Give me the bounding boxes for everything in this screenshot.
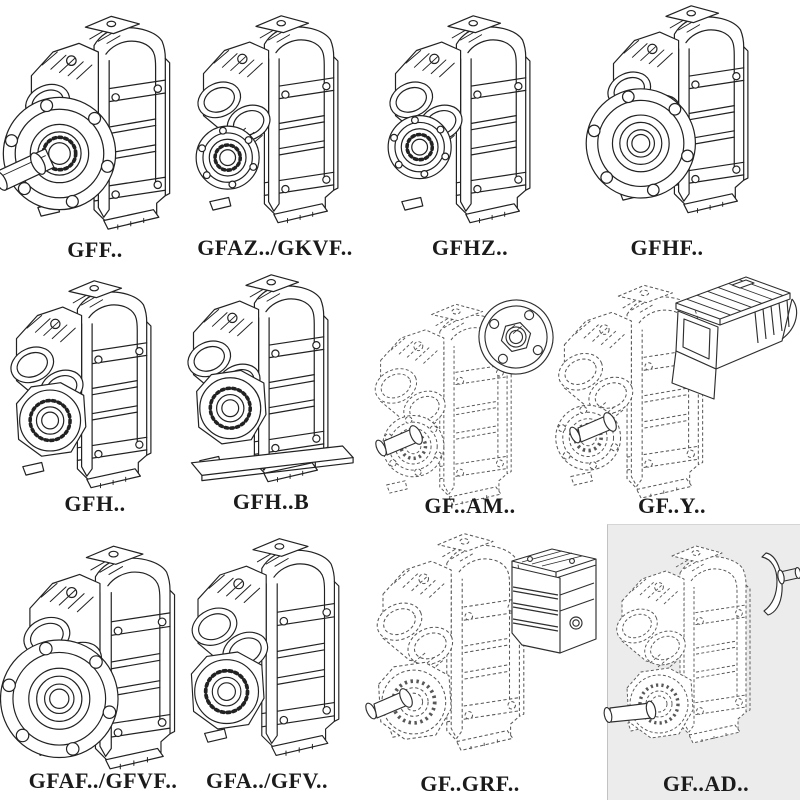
figure-gfh-b [181, 274, 354, 483]
figure-gf-grf [363, 533, 597, 751]
figure-label-gfh: GFH.. [64, 491, 126, 516]
figure-label-gfa: GFA../GFV.. [205, 768, 329, 793]
figure-label-gf-am: GF..AM.. [424, 493, 516, 518]
figure-gfa-gfv [185, 538, 340, 756]
figure-gfhz [383, 15, 531, 224]
figure-gfhf [585, 5, 749, 214]
figure-label-gf-grf: GF..GRF.. [420, 771, 520, 796]
figure-gfaf-gfvf [0, 545, 176, 770]
figure-label-gf-y: GF..Y.. [638, 493, 706, 518]
figure-label-gfaz: GFAZ../GKVF.. [197, 235, 353, 260]
figure-label-gfh-b: GFH..B [232, 489, 310, 514]
figure-label-gff: GFF.. [67, 237, 123, 262]
figure-label-gfaf: GFAF../GFVF.. [28, 768, 178, 793]
figure-gff [0, 15, 171, 230]
figure-gf-y [552, 276, 798, 499]
figure-gfh [4, 280, 152, 489]
figure-label-gf-ad: GF..AD.. [662, 771, 750, 796]
figure-gf-ad [602, 545, 800, 744]
figure-label-gfhf: GFHF.. [630, 235, 704, 260]
figure-gfaz-gkvf [191, 15, 339, 224]
figure-label-gfhz: GFHZ.. [431, 235, 509, 260]
